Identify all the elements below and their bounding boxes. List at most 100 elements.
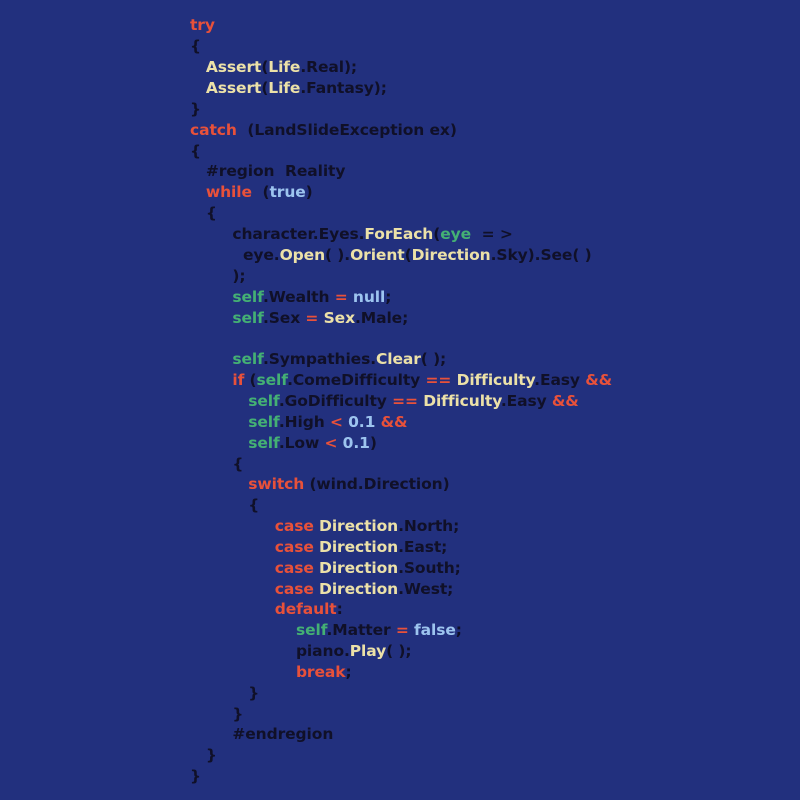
code-token-plain [190, 267, 232, 285]
code-token-plain: ( [261, 79, 269, 97]
code-token-type: Life [268, 79, 301, 97]
code-line: self.Sympathies.Clear( ); [190, 349, 446, 370]
code-token-type: Assert [205, 58, 262, 76]
code-token-kw: catch [190, 121, 237, 139]
code-token-kw: while [205, 183, 252, 201]
code-line: while (true) [190, 182, 313, 203]
code-line: Assert(Life.Real); [190, 57, 357, 78]
code-token-plain: ( [404, 246, 412, 264]
code-token-self: self [248, 434, 279, 452]
code-line: break; [190, 662, 352, 683]
code-token-plain: .Easy [500, 392, 552, 410]
code-token-kw: case [274, 517, 314, 535]
code-token-op: && [380, 413, 408, 431]
code-token-plain: { [190, 142, 201, 160]
code-token-type: Difficulty [423, 392, 501, 410]
code-token-plain: .Fantasy); [300, 79, 387, 97]
code-line: case Direction.East; [190, 537, 448, 558]
code-token-plain: .West; [398, 580, 454, 598]
code-line: } [190, 704, 243, 725]
code-token-plain: ) [305, 183, 313, 201]
code-token-plain [190, 413, 248, 431]
code-token-op: = [334, 288, 348, 306]
code-token-plain [190, 517, 275, 535]
code-token-lit: false [414, 621, 456, 639]
code-token-type: Direction [319, 517, 399, 535]
code-token-plain: .Easy [534, 371, 586, 389]
code-line: { [190, 141, 201, 162]
code-token-plain: (LandSlideException ex) [236, 121, 457, 139]
code-line: case Direction.North; [190, 516, 460, 537]
code-token-plain: ; [455, 621, 462, 639]
code-line: } [190, 745, 217, 766]
code-line: self.Matter = false; [190, 620, 462, 641]
code-token-plain: { [205, 204, 217, 222]
code-line: eye.Open( ).Orient(Direction.Sky).See( ) [190, 245, 592, 266]
code-line: switch (wind.Direction) [190, 474, 450, 495]
code-token-type: Life [268, 58, 301, 76]
code-token-plain: { [232, 455, 244, 473]
code-token-kw: case [274, 538, 314, 556]
code-line: default: [190, 599, 343, 620]
code-token-plain [190, 475, 248, 493]
code-token-plain [190, 162, 206, 180]
code-line: try [190, 15, 215, 36]
code-line: } [190, 766, 201, 787]
code-token-plain [190, 246, 243, 264]
code-token-plain [190, 538, 275, 556]
code-token-self: eye [440, 225, 472, 243]
code-token-plain: .East; [398, 538, 448, 556]
code-token-plain [190, 183, 206, 201]
code-line [190, 329, 195, 350]
code-token-lit: 0.1 [348, 413, 376, 431]
code-token-type: Difficulty [456, 371, 535, 389]
code-token-plain [190, 580, 275, 598]
code-token-plain: .North; [398, 517, 460, 535]
code-token-op: = [395, 621, 409, 639]
code-token-op: && [585, 371, 613, 389]
code-token-plain [190, 496, 248, 514]
code-line: { [190, 36, 201, 57]
code-token-plain: } [205, 746, 217, 764]
code-token-plain: = > [471, 225, 513, 243]
code-token-plain: .GoDifficulty [278, 392, 393, 410]
code-token-kw: if [232, 371, 245, 389]
code-token-type: Direction [319, 559, 399, 577]
code-token-plain: ( [261, 58, 269, 76]
code-token-type: Open [279, 246, 326, 264]
code-line: if (self.ComeDifficulty == Difficulty.Ea… [190, 370, 612, 391]
code-line: { [190, 203, 217, 224]
code-token-plain: (wind.Direction) [304, 475, 450, 493]
code-token-plain: .Sky). [490, 246, 541, 264]
code-token-type: Sex [323, 309, 355, 327]
code-token-plain [190, 705, 232, 723]
code-token-plain: eye. [242, 246, 280, 264]
code-token-plain: character.Eyes. [232, 225, 365, 243]
code-line: #region Reality [190, 161, 346, 182]
code-token-plain [190, 642, 296, 660]
code-line: ); [190, 266, 245, 287]
code-token-plain: : [336, 600, 343, 618]
code-token-kw: default [274, 600, 337, 618]
code-line: self.Sex = Sex.Male; [190, 308, 408, 329]
code-line: catch (LandSlideException ex) [190, 120, 457, 141]
code-token-plain [190, 58, 206, 76]
code-line: } [190, 683, 259, 704]
code-token-plain: } [232, 705, 244, 723]
code-token-self: self [232, 288, 263, 306]
code-token-plain: .South; [398, 559, 461, 577]
code-token-kw: case [274, 580, 314, 598]
code-token-plain: { [190, 37, 201, 55]
code-token-op: < [324, 434, 338, 452]
code-token-lit: 0.1 [342, 434, 370, 452]
code-token-plain: ; [385, 288, 392, 306]
code-line: } [190, 99, 201, 120]
code-token-op: = [305, 309, 319, 327]
code-token-plain [190, 309, 232, 327]
code-token-type: Orient [350, 246, 405, 264]
code-token-plain: ( ). [325, 246, 351, 264]
code-token-plain: .Real); [300, 58, 358, 76]
code-token-plain: } [190, 100, 201, 118]
code-token-lit: null [352, 288, 386, 306]
code-token-type: Direction [411, 246, 491, 264]
